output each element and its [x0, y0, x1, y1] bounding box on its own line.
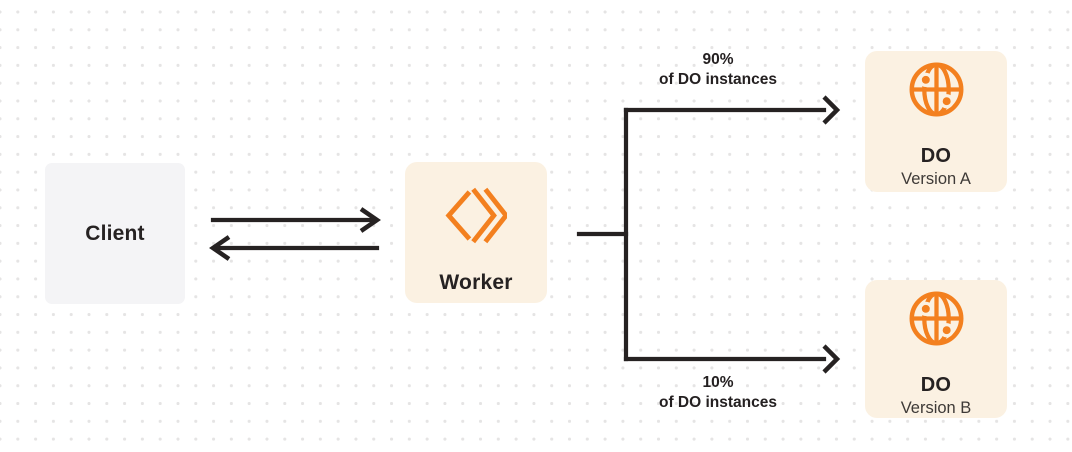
- durable-objects-globe-icon: [908, 290, 965, 352]
- node-client: Client: [45, 163, 185, 304]
- do-b-subtitle: Version B: [900, 399, 972, 417]
- arrow-client-to-worker: [210, 207, 381, 233]
- client-label: Client: [85, 221, 145, 245]
- node-do-version-a: DO Version A: [865, 51, 1007, 192]
- arrow-worker-to-client: [209, 235, 380, 261]
- arrow-branch-to-do-version-b: [623, 344, 841, 374]
- arrow-branch-to-do-version-a: [623, 95, 841, 125]
- do-b-title: DO: [920, 374, 952, 396]
- do-a-subtitle: Version A: [901, 170, 971, 188]
- workers-logo-icon: [445, 187, 510, 249]
- edge-label-10-percent: 10% of DO instances: [598, 373, 838, 413]
- node-do-version-b: DO Version B: [865, 280, 1007, 418]
- durable-objects-globe-icon: [908, 61, 965, 123]
- do-a-title: DO: [920, 145, 952, 167]
- edge-label-10-line1: 10%: [702, 374, 734, 391]
- edge-label-90-line2: of DO instances: [659, 71, 777, 88]
- worker-label: Worker: [439, 271, 513, 294]
- edge-label-90-percent: 90% of DO instances: [598, 50, 838, 90]
- edge-label-90-line1: 90%: [702, 51, 734, 68]
- node-worker: Worker: [405, 162, 547, 303]
- edge-label-10-line2: of DO instances: [659, 394, 777, 411]
